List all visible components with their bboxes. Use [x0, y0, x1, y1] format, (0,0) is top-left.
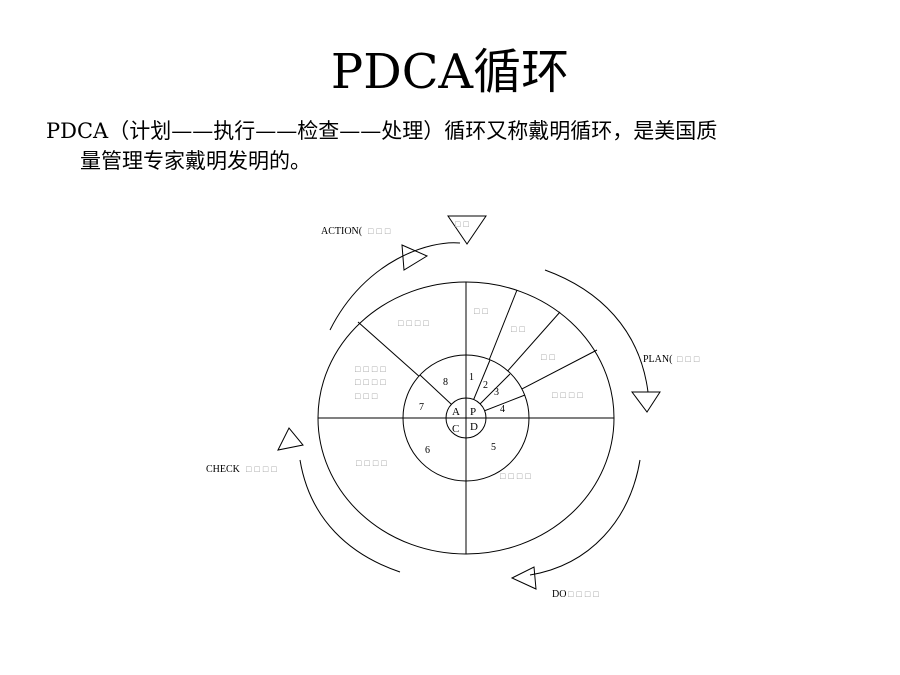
- intro-paragraph: PDCA（计划——执行——检查——处理）循环又称戴明循环，是美国质 量管理专家戴…: [46, 116, 846, 176]
- top-arrowhead: [447, 215, 487, 245]
- step-4: 4: [500, 404, 505, 415]
- top-boxes: □□: [455, 219, 472, 229]
- plan-label: PLAN(: [643, 354, 673, 365]
- action-label: ACTION(: [321, 226, 363, 237]
- core-a: A: [452, 406, 460, 418]
- step-1: 1: [469, 372, 474, 383]
- plan-arrowhead: [631, 391, 661, 413]
- step-5: 5: [491, 442, 496, 453]
- step-3: 3: [494, 387, 499, 398]
- step-6: 6: [425, 445, 430, 456]
- check-arrowhead: [277, 427, 304, 451]
- sector-1-boxes: □□: [474, 306, 491, 316]
- check-arc: [299, 459, 401, 573]
- plan-boxes: □□□: [677, 354, 702, 364]
- do-boxes: □□□□: [568, 589, 602, 599]
- check-label: CHECK: [206, 464, 241, 475]
- sector-8-boxes: □□□□: [398, 318, 432, 328]
- sector-7-boxes-1: □□□□: [355, 364, 389, 374]
- sector-7-boxes-2: □□□□: [355, 377, 389, 387]
- step-7: 7: [419, 402, 424, 413]
- action-boxes: □□□: [368, 226, 393, 236]
- page-title: PDCA循环: [330, 44, 570, 100]
- sector-3-boxes: □□: [541, 352, 558, 362]
- step-2: 2: [483, 380, 488, 391]
- intro-line-1: PDCA（计划——执行——检查——处理）循环又称戴明循环，是美国质: [46, 119, 718, 143]
- sector-4-boxes: □□□□: [552, 390, 586, 400]
- do-arrowhead: [510, 566, 537, 590]
- action-arc: [329, 242, 461, 331]
- sector-7-boxes-3: □□□: [355, 391, 380, 401]
- missing-glyph-boxes: □□□ □□ □□□ □□□□ □□□□ □□□□ □□ □□ □□ □□□□ …: [246, 219, 702, 599]
- sector-6-boxes: □□□□: [356, 458, 390, 468]
- step-8: 8: [443, 377, 448, 388]
- plan-arc: [544, 269, 649, 393]
- sector-5-boxes: □□□□: [500, 471, 534, 481]
- action-arrowhead: [401, 244, 429, 271]
- do-label: DO: [552, 589, 566, 600]
- core-d: D: [470, 421, 478, 433]
- core-c: C: [452, 423, 459, 435]
- sector-2-boxes: □□: [511, 324, 528, 334]
- check-boxes: □□□□: [246, 464, 280, 474]
- core-p: P: [470, 406, 476, 418]
- intro-line-2: 量管理专家戴明发明的。: [80, 149, 311, 173]
- do-arc: [529, 459, 641, 576]
